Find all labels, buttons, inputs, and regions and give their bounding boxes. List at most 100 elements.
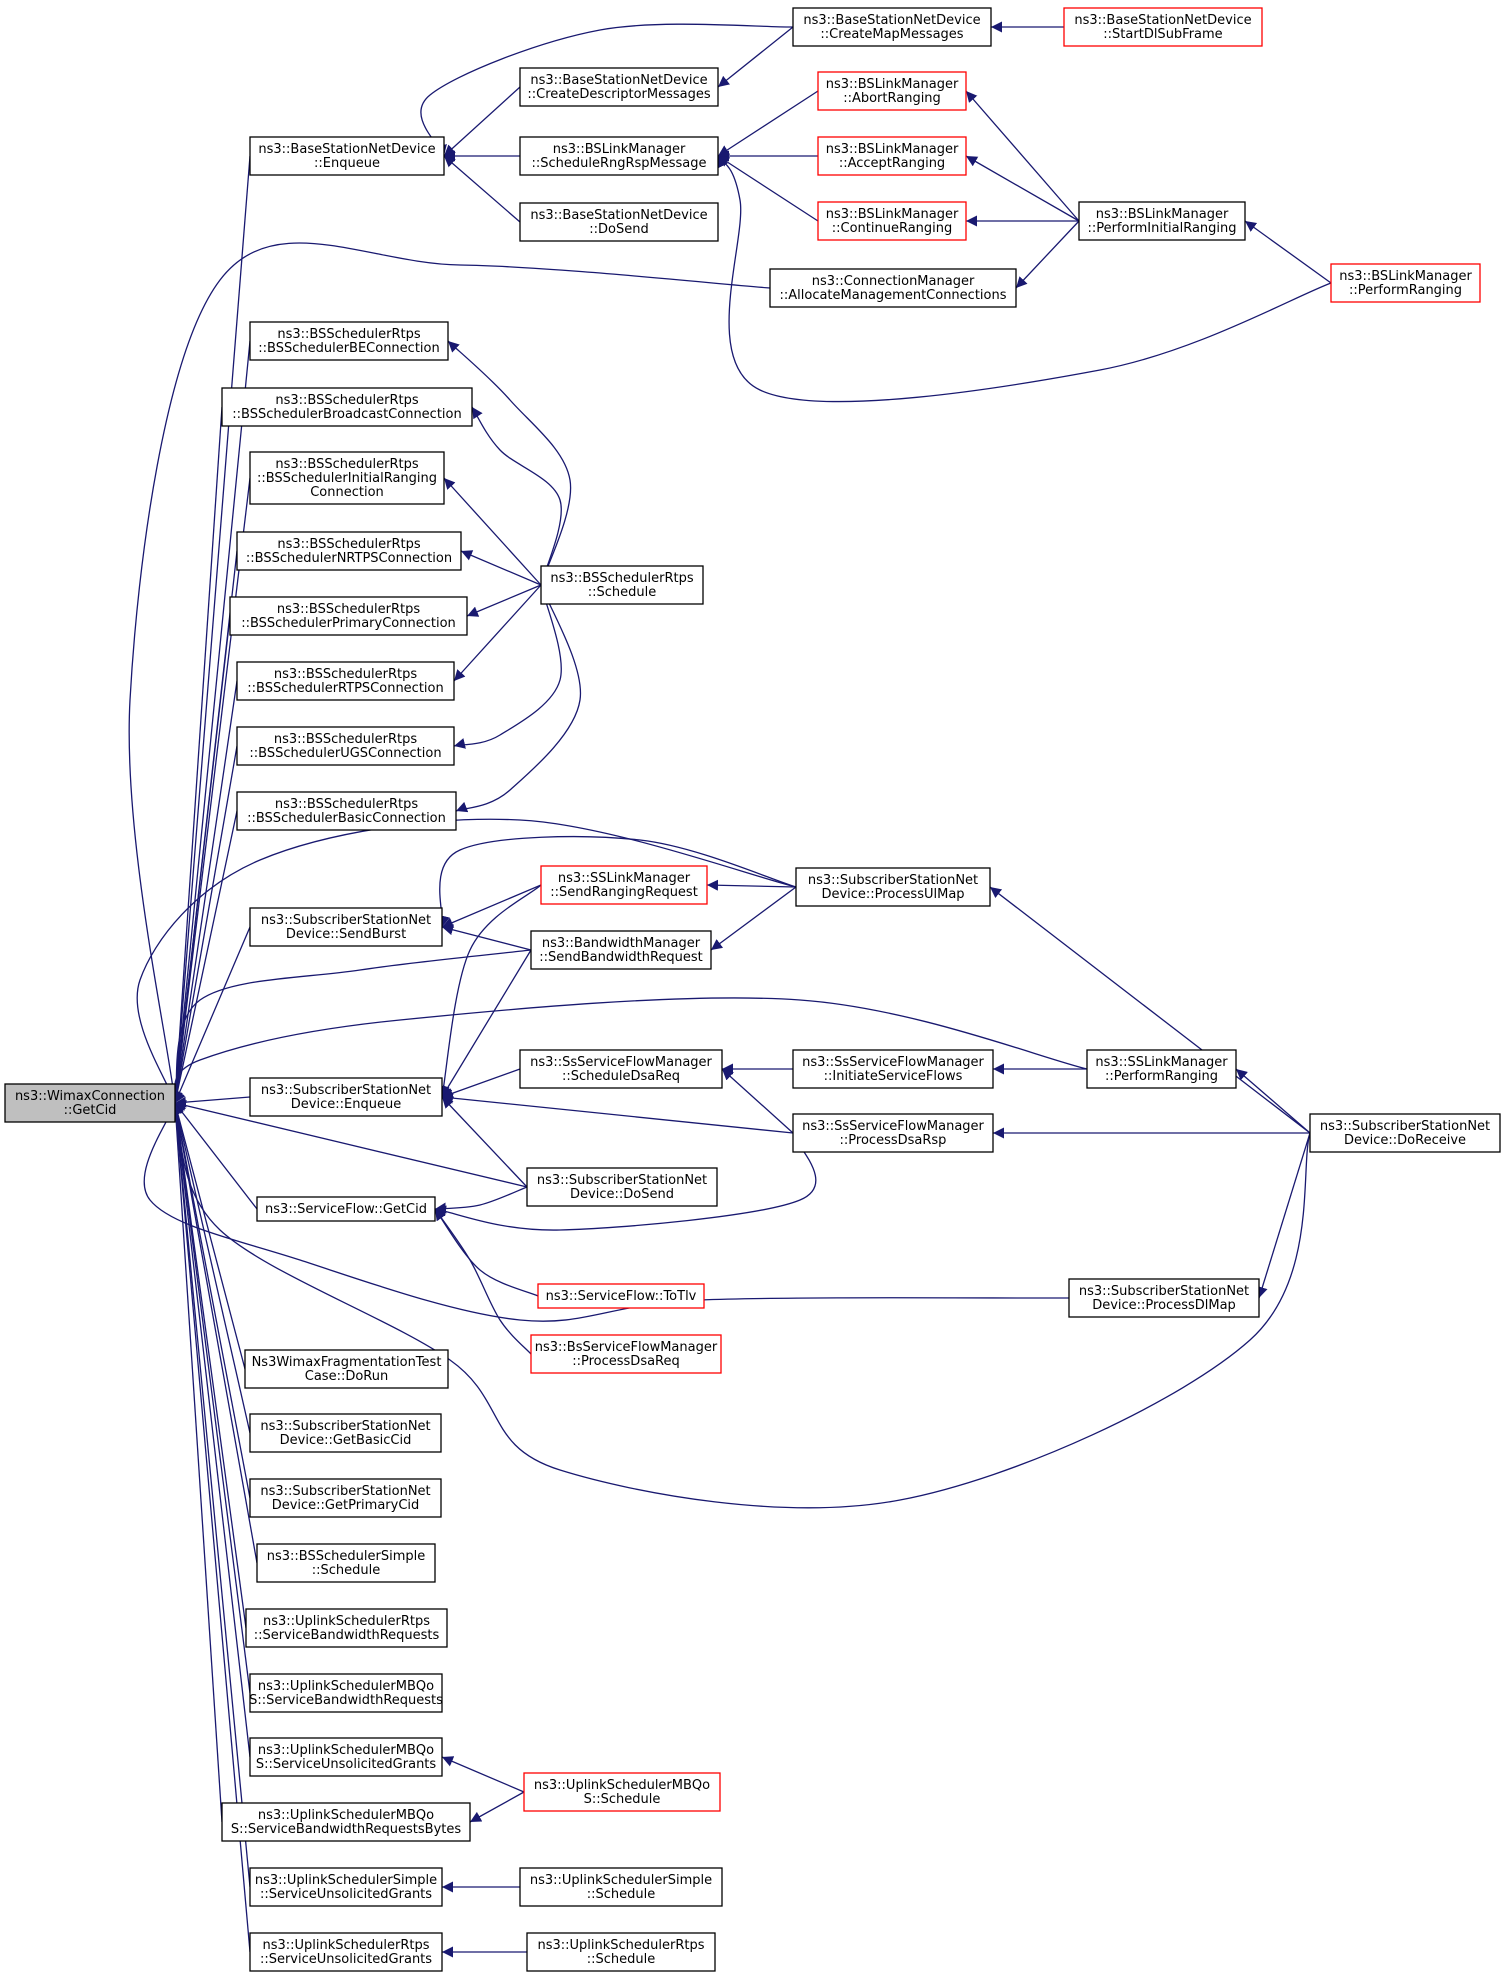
node-box[interactable] (526, 1932, 716, 1972)
node-box[interactable] (519, 1867, 723, 1907)
node-box[interactable] (530, 930, 712, 970)
node-box[interactable] (526, 1167, 718, 1207)
node-usr-sch[interactable]: ns3::UplinkSchedulerRtps::Schedule (526, 1932, 716, 1972)
node-box[interactable] (221, 387, 473, 427)
node-ssfm-pdr[interactable]: ns3::SsServiceFlowManager::ProcessDsaRsp (792, 1113, 994, 1153)
node-box[interactable] (1063, 7, 1263, 47)
node-box[interactable] (1078, 201, 1246, 241)
node-box[interactable] (249, 1737, 443, 1777)
node-box[interactable] (245, 1608, 448, 1648)
node-ssfm-isf[interactable]: ns3::SsServiceFlowManager::InitiateServi… (792, 1049, 994, 1089)
node-box[interactable] (236, 726, 455, 766)
node-box[interactable] (1068, 1278, 1260, 1318)
node-box[interactable] (792, 7, 992, 47)
node-ssnd-pul[interactable]: ns3::SubscriberStationNetDevice::Process… (795, 867, 991, 907)
node-box[interactable] (817, 71, 967, 111)
node-ssnd-gbc[interactable]: ns3::SubscriberStationNetDevice::GetBasi… (249, 1413, 442, 1453)
node-bslm-pir[interactable]: ns3::BSLinkManager::PerformInitialRangin… (1078, 201, 1246, 241)
node-bsr-nrt[interactable]: ns3::BSSchedulerRtps::BSSchedulerNRTPSCo… (236, 531, 462, 571)
node-box[interactable] (249, 1413, 442, 1453)
node-box[interactable] (4, 1083, 176, 1123)
node-cm-amc[interactable]: ns3::ConnectionManager::AllocateManageme… (769, 268, 1017, 308)
node-bsr-bas[interactable]: ns3::BSSchedulerRtps::BSSchedulerBasicCo… (236, 791, 457, 831)
node-root[interactable]: ns3::WimaxConnection::GetCid (4, 1083, 176, 1123)
node-sslm-pr[interactable]: ns3::SSLinkManager::PerformRanging (1086, 1049, 1237, 1089)
node-box[interactable] (817, 201, 967, 241)
node-box[interactable] (249, 1932, 443, 1972)
node-box[interactable] (1086, 1049, 1237, 1089)
node-bsr-rtps[interactable]: ns3::BSSchedulerRtps::BSSchedulerRTPSCon… (236, 661, 455, 701)
node-box[interactable] (519, 136, 719, 176)
node-box[interactable] (795, 867, 991, 907)
node-box[interactable] (244, 1349, 449, 1389)
node-sf-gc[interactable]: ns3::ServiceFlow::GetCid (256, 1196, 436, 1222)
node-box[interactable] (249, 1478, 442, 1518)
node-uss-sug[interactable]: ns3::UplinkSchedulerSimple::ServiceUnsol… (249, 1867, 443, 1907)
node-box[interactable] (792, 1113, 994, 1153)
node-bss-sch[interactable]: ns3::BSSchedulerSimple::Schedule (256, 1543, 436, 1583)
node-bsr-ir[interactable]: ns3::BSSchedulerRtps::BSSchedulerInitial… (249, 451, 445, 505)
node-box[interactable] (537, 1283, 705, 1309)
node-box[interactable] (236, 531, 462, 571)
node-bsr-be[interactable]: ns3::BSSchedulerRtps::BSSchedulerBEConne… (249, 321, 449, 361)
node-bsr-sch[interactable]: ns3::BSSchedulerRtps::Schedule (540, 565, 704, 605)
node-box[interactable] (540, 565, 704, 605)
node-bwm-sbr[interactable]: ns3::BandwidthManager::SendBandwidthRequ… (530, 930, 712, 970)
node-ssnd-pdl[interactable]: ns3::SubscriberStationNetDevice::Process… (1068, 1278, 1260, 1318)
node-box[interactable] (256, 1196, 436, 1222)
node-box[interactable] (236, 791, 457, 831)
node-bslm-acr[interactable]: ns3::BSLinkManager::AcceptRanging (817, 136, 967, 176)
node-bsnd-dos[interactable]: ns3::BaseStationNetDevice::DoSend (519, 202, 719, 242)
node-box[interactable] (249, 321, 449, 361)
node-usm-sbr[interactable]: ns3::UplinkSchedulerMBQoS::ServiceBandwi… (249, 1673, 443, 1713)
node-sslm-srr[interactable]: ns3::SSLinkManager::SendRangingRequest (540, 865, 708, 905)
node-box[interactable] (523, 1772, 721, 1812)
node-usr-sbr[interactable]: ns3::UplinkSchedulerRtps::ServiceBandwid… (245, 1608, 448, 1648)
node-sf-tt[interactable]: ns3::ServiceFlow::ToTlv (537, 1283, 705, 1309)
node-bsr-ugs[interactable]: ns3::BSSchedulerRtps::BSSchedulerUGSConn… (236, 726, 455, 766)
node-box[interactable] (769, 268, 1017, 308)
node-box[interactable] (256, 1543, 436, 1583)
node-bsnd-cmm[interactable]: ns3::BaseStationNetDevice::CreateMapMess… (792, 7, 992, 47)
node-bsr-pri[interactable]: ns3::BSSchedulerRtps::BSSchedulerPrimary… (229, 596, 468, 636)
node-box[interactable] (249, 1867, 443, 1907)
node-box[interactable] (792, 1049, 994, 1089)
node-box[interactable] (1330, 263, 1481, 303)
node-bslm-pr[interactable]: ns3::BSLinkManager::PerformRanging (1330, 263, 1481, 303)
node-uss-sch[interactable]: ns3::UplinkSchedulerSimple::Schedule (519, 1867, 723, 1907)
node-box[interactable] (236, 661, 455, 701)
node-box[interactable] (249, 136, 445, 176)
node-box[interactable] (540, 865, 708, 905)
node-bslm-cr[interactable]: ns3::BSLinkManager::ContinueRanging (817, 201, 967, 241)
node-box[interactable] (249, 1673, 443, 1713)
node-ssnd-gpc[interactable]: ns3::SubscriberStationNetDevice::GetPrim… (249, 1478, 442, 1518)
node-box[interactable] (249, 1077, 443, 1117)
node-ssnd-sb[interactable]: ns3::SubscriberStationNetDevice::SendBur… (249, 907, 443, 947)
node-usm-sug[interactable]: ns3::UplinkSchedulerMBQoS::ServiceUnsoli… (249, 1737, 443, 1777)
node-box[interactable] (1309, 1113, 1501, 1153)
node-ssfm-sdr[interactable]: ns3::SsServiceFlowManager::ScheduleDsaRe… (519, 1049, 723, 1089)
node-box[interactable] (817, 136, 967, 176)
node-bsnd-sdl[interactable]: ns3::BaseStationNetDevice::StartDlSubFra… (1063, 7, 1263, 47)
node-bslm-srr[interactable]: ns3::BSLinkManager::ScheduleRngRspMessag… (519, 136, 719, 176)
node-bsnd-cdm[interactable]: ns3::BaseStationNetDevice::CreateDescrip… (519, 67, 719, 107)
node-box[interactable] (519, 1049, 723, 1089)
node-box[interactable] (249, 451, 445, 505)
node-bsr-bc[interactable]: ns3::BSSchedulerRtps::BSSchedulerBroadca… (221, 387, 473, 427)
node-box[interactable] (229, 596, 468, 636)
node-box[interactable] (221, 1802, 471, 1842)
node-box[interactable] (519, 202, 719, 242)
node-bslm-abr[interactable]: ns3::BSLinkManager::AbortRanging (817, 71, 967, 111)
node-bsfm-pdr[interactable]: ns3::BsServiceFlowManager::ProcessDsaReq (530, 1334, 722, 1374)
node-usm-sbrb[interactable]: ns3::UplinkSchedulerMBQoS::ServiceBandwi… (221, 1802, 471, 1842)
node-ssnd-drc[interactable]: ns3::SubscriberStationNetDevice::DoRecei… (1309, 1113, 1501, 1153)
node-usr-sug[interactable]: ns3::UplinkSchedulerRtps::ServiceUnsolic… (249, 1932, 443, 1972)
node-box[interactable] (249, 907, 443, 947)
node-box[interactable] (530, 1334, 722, 1374)
node-box[interactable] (519, 67, 719, 107)
node-bsnd-enq[interactable]: ns3::BaseStationNetDevice::Enqueue (249, 136, 445, 176)
